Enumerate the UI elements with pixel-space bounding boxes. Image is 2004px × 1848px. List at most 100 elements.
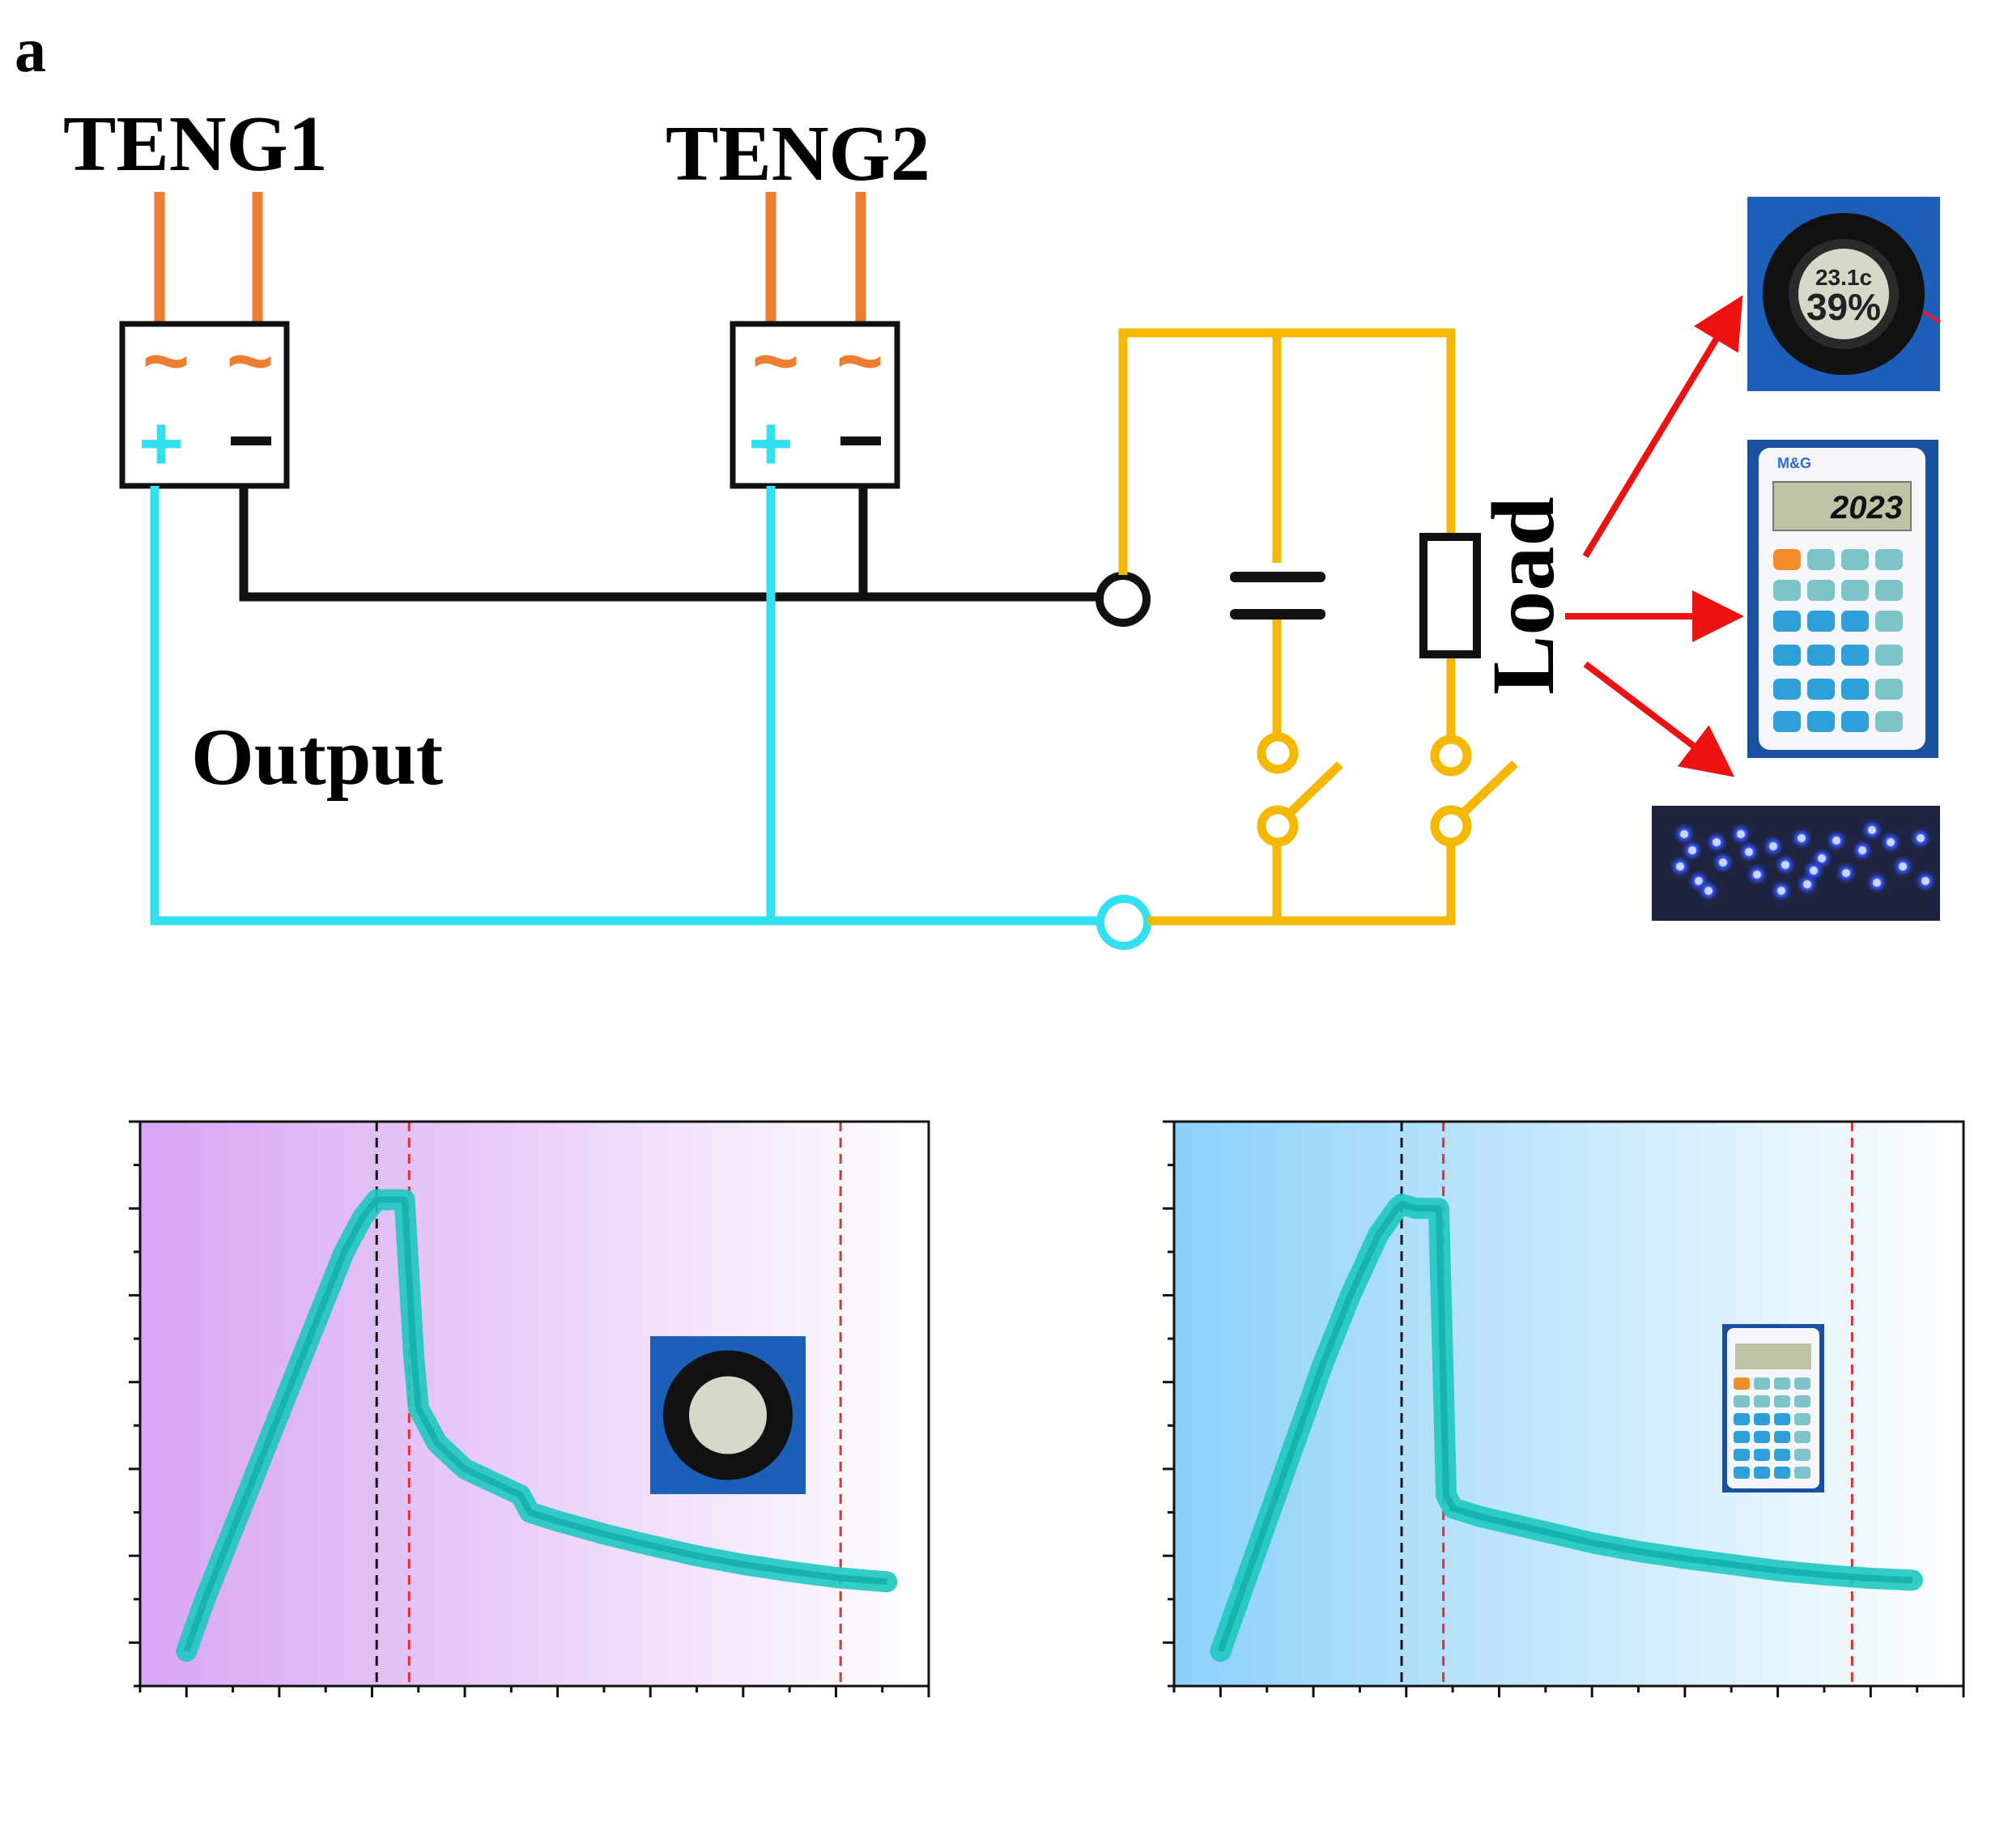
- output-arrows: [1565, 295, 1744, 777]
- calculator-key: [1875, 711, 1903, 732]
- inset-display: [1735, 1343, 1811, 1369]
- teng-lead-wires: [154, 192, 866, 324]
- led-dot: [1832, 837, 1840, 845]
- led-dot: [1868, 826, 1876, 834]
- calculator-key: [1807, 711, 1835, 732]
- led-dot: [1719, 858, 1727, 867]
- led-dot: [1921, 877, 1930, 885]
- plot-background: [140, 1122, 929, 1686]
- panel-a: a TENG1 TENG2 ~ ~ + ~ ~ +: [15, 15, 1942, 950]
- inset-key: [1794, 1431, 1810, 1443]
- negative-terminal: [1096, 572, 1151, 627]
- led-dots: [1669, 819, 1937, 902]
- calculator-key: [1841, 580, 1869, 601]
- calculator-key: [1875, 580, 1903, 601]
- switch-1: [1257, 732, 1343, 847]
- inset-key: [1754, 1431, 1770, 1443]
- led-dot: [1842, 869, 1850, 877]
- inset-key: [1754, 1449, 1770, 1461]
- output-label: Output: [191, 712, 443, 802]
- inset-key: [1794, 1377, 1810, 1390]
- led-dot: [1704, 887, 1713, 895]
- led-dot: [1810, 867, 1818, 875]
- inset-key: [1774, 1467, 1790, 1479]
- led-dot: [1887, 838, 1895, 846]
- storage-circuit: [1118, 328, 1456, 926]
- rectifier-1: ~ ~ +: [119, 316, 290, 489]
- inset-key: [1774, 1377, 1790, 1390]
- led-dot: [1753, 871, 1761, 879]
- inset-thermo-hygrometer-photo: [650, 1336, 806, 1494]
- calculator-brand: M&G: [1777, 455, 1811, 471]
- inset-key: [1754, 1413, 1770, 1425]
- inset-key: [1734, 1395, 1750, 1407]
- led-dot: [1858, 846, 1866, 854]
- led-dot: [1777, 887, 1785, 895]
- plus-symbol: +: [748, 401, 793, 487]
- led-dot: [1899, 862, 1907, 871]
- calculator-key: [1807, 645, 1835, 666]
- ac-symbol: ~: [227, 316, 274, 407]
- thermometer-humidity: 39%: [1806, 286, 1881, 328]
- led-dot: [1818, 854, 1826, 862]
- calculator-display: 2023: [1830, 490, 1903, 526]
- chart-c: [1163, 1120, 1965, 1697]
- calculator-key: [1841, 711, 1869, 732]
- plus-symbol: +: [138, 401, 183, 487]
- calculator-key: [1773, 580, 1801, 601]
- capacitor: [1230, 572, 1325, 620]
- ac-symbol: ~: [836, 316, 883, 407]
- inset-key: [1734, 1413, 1750, 1425]
- led-dot: [1745, 848, 1753, 856]
- calculator-key: [1807, 549, 1835, 570]
- led-dot: [1680, 830, 1688, 838]
- calculator-key: [1773, 611, 1801, 632]
- inset-key: [1734, 1431, 1750, 1443]
- inset-key: [1734, 1467, 1750, 1479]
- calculator-key: [1841, 611, 1869, 632]
- calculator-key: [1875, 611, 1903, 632]
- inset-key: [1754, 1377, 1770, 1390]
- inset-display: [689, 1376, 767, 1454]
- switch-2: [1430, 735, 1518, 847]
- positive-wires: [150, 486, 1097, 926]
- led-dot: [1798, 834, 1806, 842]
- led-dot: [1917, 834, 1925, 842]
- calculator-key: [1773, 711, 1801, 732]
- calculator-key: [1841, 645, 1869, 666]
- calculator-keys: [1773, 549, 1903, 732]
- led-dot: [1737, 830, 1745, 838]
- positive-terminal: [1096, 895, 1151, 950]
- teng1-label: TENG1: [63, 100, 328, 188]
- inset-key: [1794, 1467, 1810, 1479]
- inset-key: [1734, 1377, 1750, 1390]
- inset-key: [1774, 1413, 1790, 1425]
- calculator-key: [1841, 679, 1869, 700]
- inset-key: [1774, 1395, 1790, 1407]
- teng2-label: TENG2: [666, 110, 930, 198]
- calculator-key: [1807, 679, 1835, 700]
- calculator-key: [1773, 679, 1801, 700]
- inset-key: [1794, 1413, 1810, 1425]
- inset-key: [1754, 1395, 1770, 1407]
- voltage-series-core: [1217, 1200, 1913, 1653]
- thermometer-temp: 23.1c: [1815, 265, 1872, 290]
- plot-frame: [138, 1120, 930, 1688]
- plot-background: [1174, 1122, 1964, 1686]
- minus-symbol: [840, 436, 881, 445]
- inset-calculator-photo: [1722, 1324, 1824, 1492]
- inset-key: [1754, 1467, 1770, 1479]
- inset-key: [1734, 1449, 1750, 1461]
- led-dot: [1688, 846, 1696, 854]
- panel-label-a: a: [15, 15, 46, 85]
- calculator-key: [1773, 645, 1801, 666]
- calculator-key: [1807, 580, 1835, 601]
- led-dot: [1873, 879, 1881, 887]
- calculator-key: [1841, 549, 1869, 570]
- led-dot: [1803, 880, 1811, 888]
- calculator-key: [1875, 645, 1903, 666]
- chart-b: [129, 1120, 930, 1697]
- voltage-series-core: [183, 1196, 887, 1653]
- rectifier-2: ~ ~ +: [730, 316, 900, 489]
- minus-symbol: [231, 436, 271, 445]
